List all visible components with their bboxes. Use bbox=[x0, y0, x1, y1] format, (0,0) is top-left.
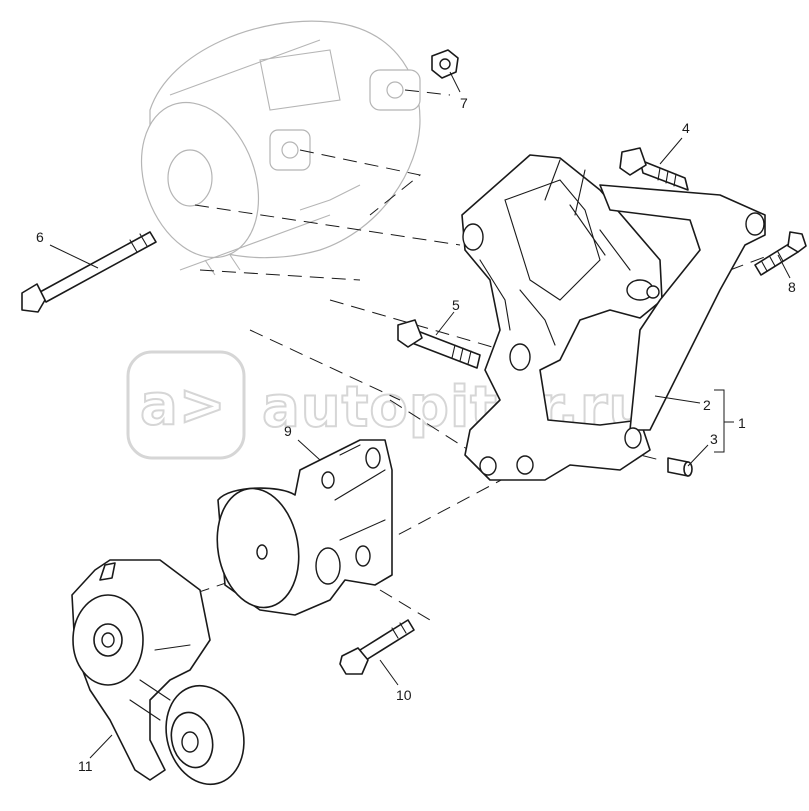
callout-4: 4 bbox=[682, 120, 690, 136]
callouts: 1 2 3 4 5 6 7 8 9 10 11 bbox=[36, 95, 796, 774]
main-bracket bbox=[461, 154, 766, 481]
watermark-logo-box bbox=[126, 350, 246, 460]
bolt-10 bbox=[339, 619, 415, 675]
callout-9: 9 bbox=[284, 423, 292, 439]
callout-5: 5 bbox=[452, 297, 460, 313]
callout-7: 7 bbox=[460, 95, 468, 111]
bolt-6 bbox=[21, 231, 157, 313]
watermark: a> autopiter.ru bbox=[126, 350, 649, 460]
belt-tensioner bbox=[71, 559, 245, 786]
callout-3: 3 bbox=[710, 431, 718, 447]
watermark-logo: a> bbox=[140, 373, 227, 438]
bolt-4 bbox=[619, 147, 689, 191]
callout-10: 10 bbox=[396, 687, 412, 703]
callout-6: 6 bbox=[36, 229, 44, 245]
callout-11: 11 bbox=[78, 758, 93, 774]
leader-lines bbox=[49, 71, 791, 759]
tensioner-bracket bbox=[216, 439, 393, 616]
callout-1: 1 bbox=[738, 415, 746, 431]
bolt-5 bbox=[397, 319, 481, 369]
dowel-pin bbox=[667, 457, 693, 477]
callout-8: 8 bbox=[788, 279, 796, 295]
nut-7 bbox=[431, 49, 459, 79]
alternator-ghost bbox=[140, 20, 421, 276]
callout-2: 2 bbox=[703, 397, 711, 413]
bolt-8 bbox=[754, 231, 807, 276]
